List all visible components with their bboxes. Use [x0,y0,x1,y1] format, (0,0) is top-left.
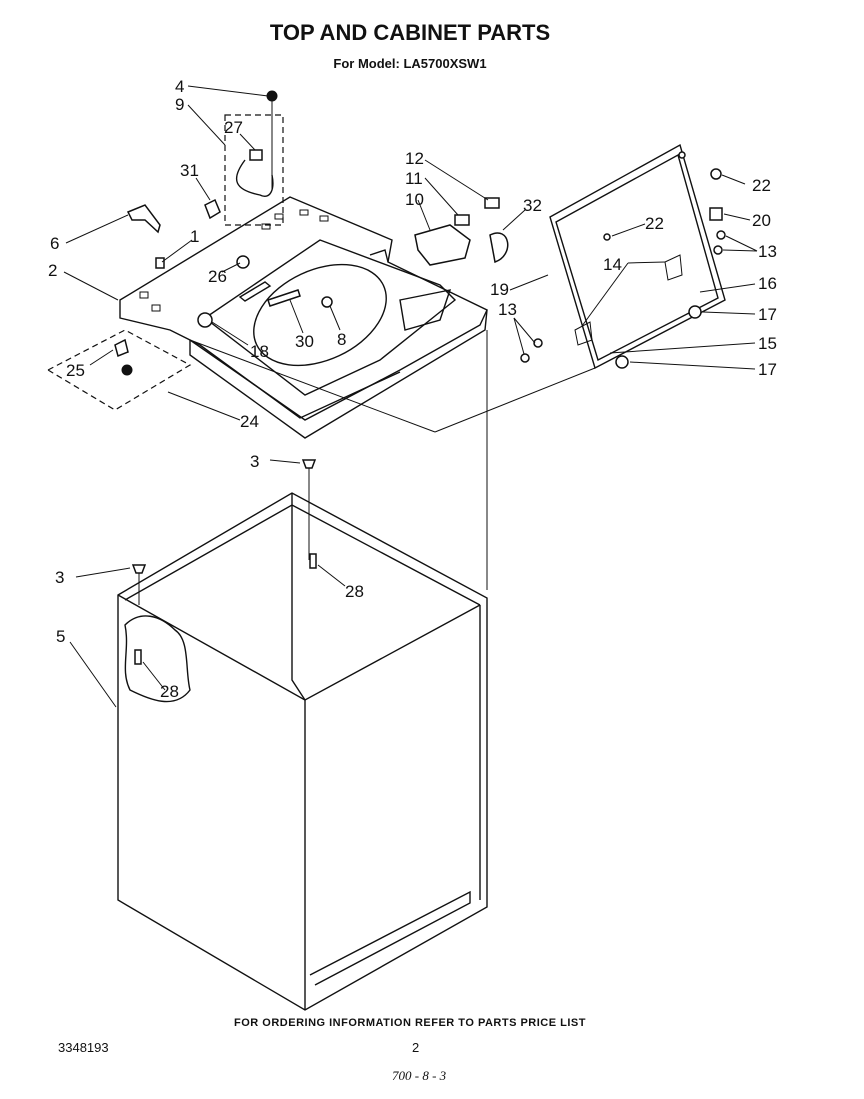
part-17a [688,305,702,319]
callout-27: 27 [224,118,243,137]
callout-3b: 3 [55,568,64,587]
callout-25: 25 [66,361,85,380]
callout-16: 16 [758,274,777,293]
callout-4: 4 [175,77,184,96]
screw-13d [520,353,530,363]
nut-26 [236,255,250,269]
screw-3-left [131,564,147,574]
hinge-bracket-6 [126,204,161,234]
ordering-note: FOR ORDERING INFORMATION REFER TO PARTS … [234,1017,586,1029]
washer-top [119,196,488,439]
callout-28b: 28 [160,682,179,701]
lid-switch-10 [414,224,471,266]
callout-31: 31 [180,161,199,180]
callout-3a: 3 [250,452,259,471]
callout-1: 1 [190,227,199,246]
part-17b [615,355,629,369]
callout-19: 19 [490,280,509,299]
leader-lines [63,85,758,708]
callout-18: 18 [250,342,269,361]
screw-4 [266,90,278,102]
callout-17a: 17 [758,305,777,324]
switch-group-box [46,329,192,411]
callout-5: 5 [56,627,65,646]
callout-28a: 28 [345,582,364,601]
screw-13b [713,245,723,255]
callout-32: 32 [523,196,542,215]
callout-24: 24 [240,412,259,431]
clip-31 [204,198,221,220]
wire-harness-group-box [224,114,284,226]
screw-28-right [309,553,317,569]
wire-harness [235,159,274,197]
part-18 [197,312,213,328]
callout-20: 20 [752,211,771,230]
handwritten-note: 700 - 8 - 3 [392,1068,447,1083]
callout-22a: 22 [752,176,771,195]
screw-8 [321,296,333,308]
callout-17b: 17 [758,360,777,379]
screw-3-top [301,459,317,469]
callout-13b: 13 [498,300,517,319]
page-number: 2 [412,1040,420,1055]
part-30 [267,289,301,307]
screw-28-left [134,649,142,665]
callout-6: 6 [50,234,59,253]
callout-labels: 4 9 27 31 6 1 2 26 25 24 18 30 8 12 11 1… [48,77,777,701]
cabinet-5 [117,492,488,1011]
connector-27 [249,149,263,161]
part-20 [709,207,723,221]
bumper-22 [710,168,722,180]
callout-12: 12 [405,149,424,168]
document-number: 3348193 [58,1040,109,1055]
model-subtitle: For Model: LA5700XSW1 [333,56,487,71]
callout-13a: 13 [758,242,777,261]
callout-14: 14 [603,255,622,274]
callout-9: 9 [175,95,184,114]
callout-22b: 22 [645,214,664,233]
callout-15: 15 [758,334,777,353]
screw-13c [533,338,543,348]
part-11 [454,214,470,226]
switch-part [121,364,133,376]
screw-1 [155,257,165,269]
screw-13a [716,230,726,240]
part-25 [114,338,129,358]
callout-30: 30 [295,332,314,351]
callout-26: 26 [208,267,227,286]
callout-11: 11 [405,169,423,188]
callout-10: 10 [405,190,424,209]
callout-8: 8 [337,330,346,349]
lid-19 [549,143,726,370]
callout-2: 2 [48,261,57,280]
part-12 [484,197,500,209]
part-32 [489,232,509,263]
page-title: TOP AND CABINET PARTS [269,20,551,45]
